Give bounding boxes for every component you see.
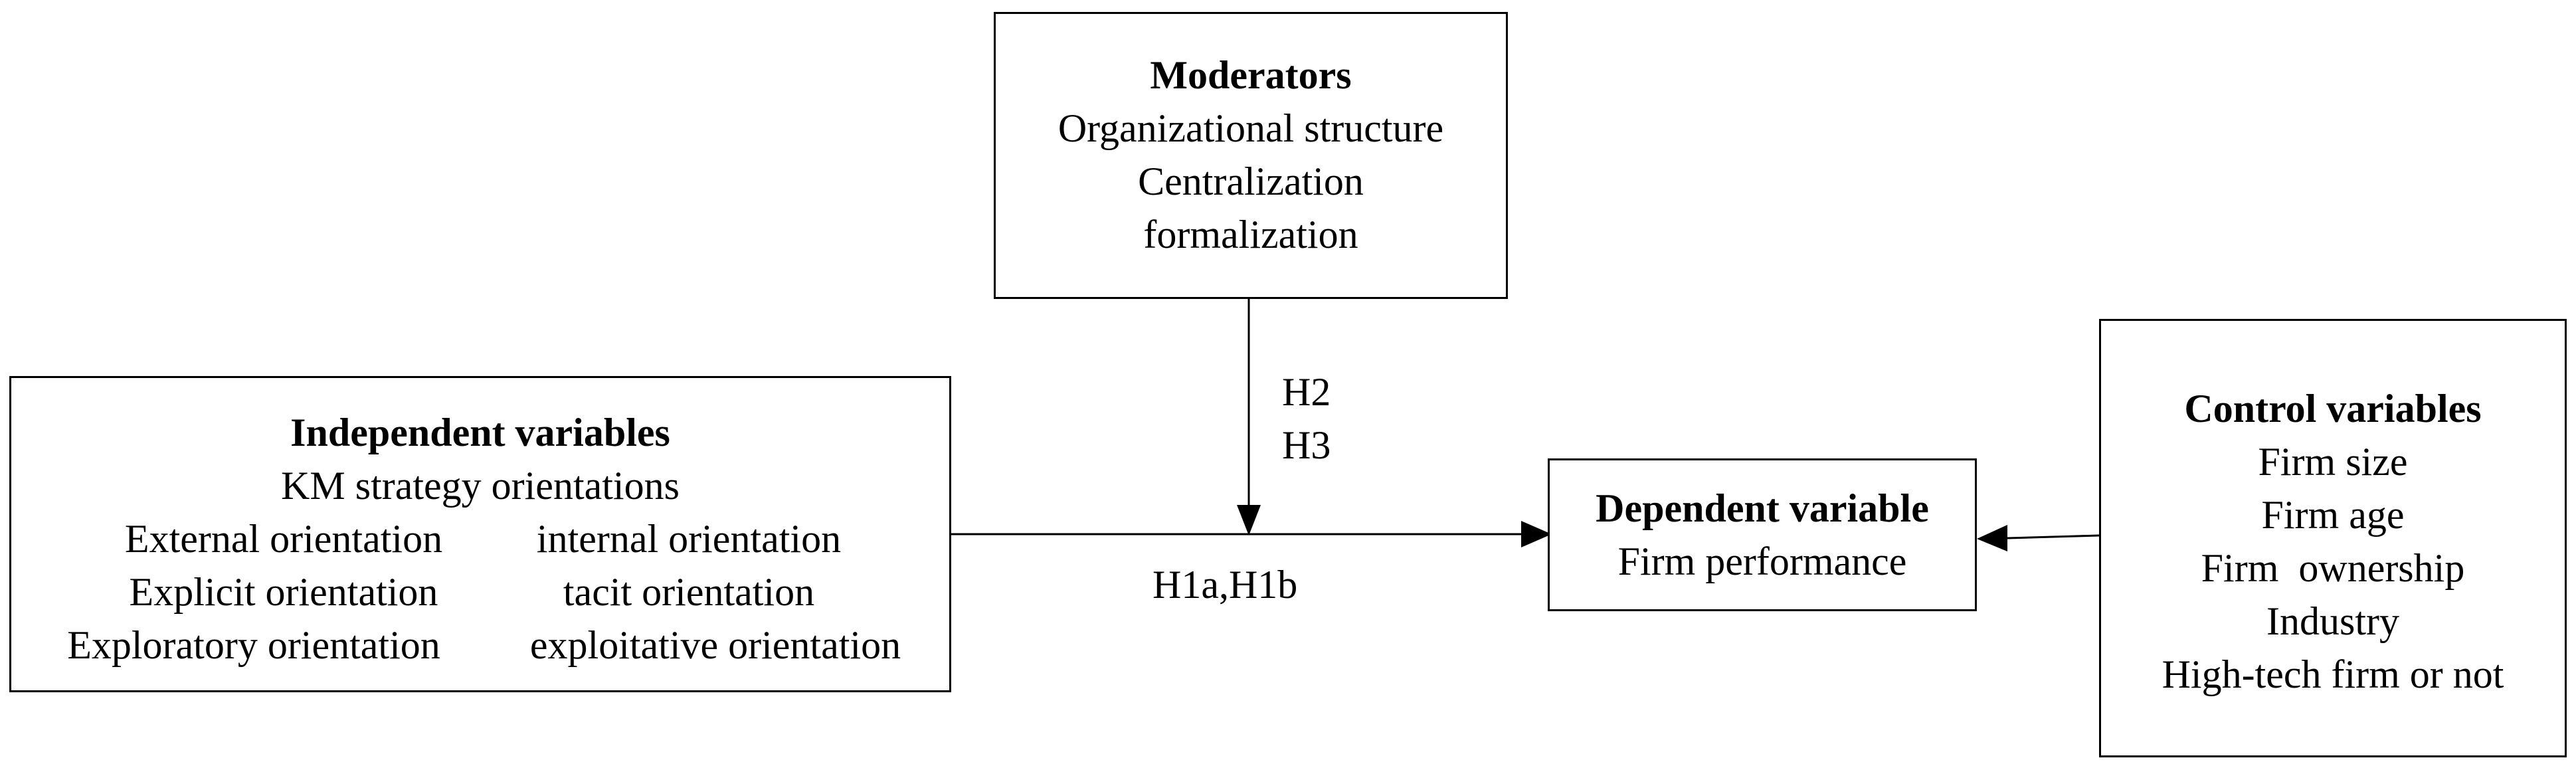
moderators-box: Moderators Organizational structure Cent… xyxy=(994,12,1508,299)
orientation-left: External orientation xyxy=(124,517,443,561)
main-arrowhead xyxy=(1521,521,1552,547)
orientation-right: internal orientation xyxy=(536,517,842,561)
independent-subtitle: KM strategy orientations xyxy=(281,464,680,508)
control-item: Industry xyxy=(2266,599,2399,643)
dependent-variable-box: Dependent variable Firm performance xyxy=(1548,458,1977,611)
orientation-right: exploitative orientation xyxy=(529,623,901,667)
moderator-item: Centralization xyxy=(1138,159,1364,203)
control-arrowhead xyxy=(1977,525,2007,551)
control-item: High-tech firm or not xyxy=(2162,652,2504,696)
moderators-title: Moderators xyxy=(1150,53,1352,97)
control-title: Control variables xyxy=(2184,387,2482,431)
control-variables-box: Control variables Firm size Firm age Fir… xyxy=(2099,319,2567,757)
orientation-right: tacit orientation xyxy=(563,570,815,614)
orientation-left: Exploratory orientation xyxy=(67,623,440,667)
dependent-title: Dependent variable xyxy=(1596,486,1929,530)
hypothesis-label-h2: H2 xyxy=(1282,370,1331,414)
moderator-item: formalization xyxy=(1143,213,1358,256)
orientation-left: Explicit orientation xyxy=(129,570,438,614)
control-item: Firm age xyxy=(2261,493,2405,537)
independent-variables-box: Independent variables KM strategy orient… xyxy=(9,376,951,692)
independent-title: Independent variables xyxy=(290,411,670,454)
hypothesis-label-h1: H1a,H1b xyxy=(1152,563,1298,607)
hypothesis-label-h3: H3 xyxy=(1282,423,1331,467)
moderator-arrowhead xyxy=(1237,505,1261,535)
control-arrow-line xyxy=(2007,534,2100,539)
dependent-item: Firm performance xyxy=(1617,539,1907,583)
control-item: Firm ownership xyxy=(2201,546,2465,590)
control-item: Firm size xyxy=(2258,440,2408,484)
moderator-item: Organizational structure xyxy=(1058,106,1444,150)
